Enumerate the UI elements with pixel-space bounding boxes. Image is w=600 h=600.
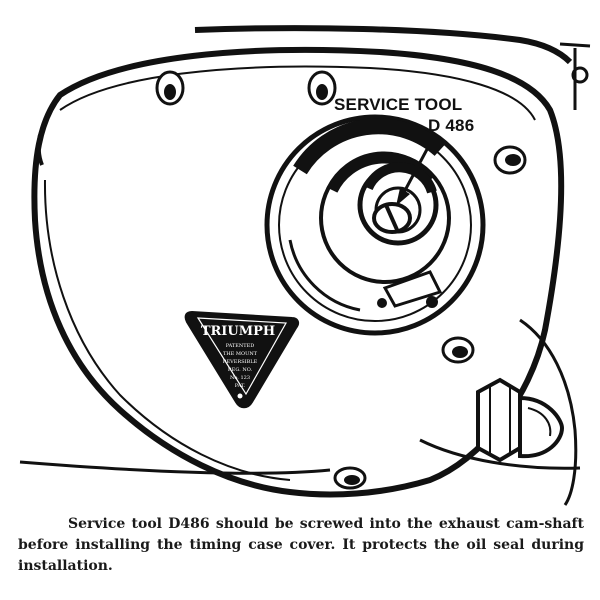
cover-lower-rim-line xyxy=(43,179,291,481)
nameplate-text-line: REVERSIBLE xyxy=(223,359,258,365)
service-tool-callout: SERVICE TOOL D 486 xyxy=(334,94,474,136)
callout-pointer-line xyxy=(400,139,434,197)
cover-screw-bottom xyxy=(333,466,367,490)
callout-line-1: SERVICE TOOL xyxy=(334,95,463,114)
cover-screw-top-left xyxy=(155,70,185,106)
service-tool-slot xyxy=(384,204,400,233)
nameplate-text-line: PAT. xyxy=(235,383,246,389)
nameplate-text-line: PATENTED xyxy=(226,343,255,349)
timing-cover-illustration: TRIUMPH PATENTED THE MOUNT REVERSIBLE RE… xyxy=(19,25,591,506)
nameplate-text-line: No. 123 xyxy=(230,375,250,381)
camshaft-opening xyxy=(264,114,486,336)
nameplate-text-line: REG. NO. xyxy=(228,367,253,373)
casing-bolt-hole xyxy=(571,66,589,84)
crankcase-lower-edge xyxy=(419,438,581,470)
cover-rim-line xyxy=(59,65,536,121)
cover-screw-top xyxy=(307,70,337,106)
nameplate-text-line: THE MOUNT xyxy=(223,351,258,357)
triumph-nameplate: TRIUMPH PATENTED THE MOUNT REVERSIBLE RE… xyxy=(184,310,300,409)
lower-casing-line xyxy=(519,318,578,506)
timing-case-cover-outline xyxy=(31,46,565,498)
nameplate-brand: TRIUMPH xyxy=(201,324,275,339)
crankcase-joint-line xyxy=(19,460,331,475)
cover-screw-lower-right xyxy=(441,336,475,364)
figure-caption: Service tool D486 should be screwed into… xyxy=(18,516,584,574)
callout-arrowhead xyxy=(396,188,410,206)
cover-screw-right xyxy=(493,145,527,175)
upper-casing-edge xyxy=(194,25,573,65)
cover-edge-notch xyxy=(36,134,44,166)
acorn-nut xyxy=(476,377,565,463)
callout-line-2: D 486 xyxy=(428,116,475,135)
